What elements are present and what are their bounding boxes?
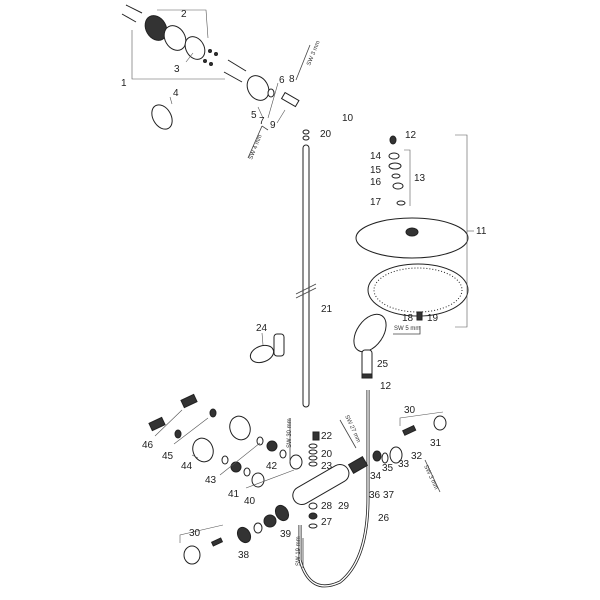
part-label: 26 <box>378 513 390 524</box>
hand-shower-head-icon <box>353 313 387 353</box>
part-label: 28 <box>321 501 333 512</box>
part-label: 3 <box>174 64 180 75</box>
part-label: 31 <box>430 438 442 449</box>
tool-label: SW 4 mm <box>248 134 263 161</box>
part-label: 23 <box>321 461 333 472</box>
part-label: 30 <box>404 405 416 416</box>
part-label: 11 <box>476 226 487 237</box>
part-label: 30 <box>189 528 201 539</box>
hand-shower-handle-icon <box>361 349 373 377</box>
part-label: 38 <box>238 550 250 561</box>
part-label: 21 <box>321 304 333 315</box>
part-label: 34 <box>370 471 382 482</box>
part-label: 24 <box>256 323 268 334</box>
part-label: 20 <box>320 129 332 140</box>
part-label: 5 <box>251 110 257 121</box>
part-label: 2 <box>181 9 187 20</box>
part-label: 20 <box>321 449 333 460</box>
screw-icon <box>121 13 137 23</box>
tool-label: SW 19 mm <box>296 536 302 566</box>
part-label: 4 <box>173 88 179 99</box>
part-label: 46 <box>142 440 154 451</box>
part-label: 22 <box>321 431 333 442</box>
shower-mount-plate-icon <box>355 217 469 259</box>
part-label: 43 <box>205 475 217 486</box>
riser-pipe-icon <box>302 144 310 408</box>
tool-label: SW 3 mm <box>306 40 321 67</box>
part-label: 36 <box>369 490 381 501</box>
part-label: 12 <box>405 130 417 141</box>
overhead-shower-assembly <box>355 134 474 335</box>
part-label: 9 <box>270 120 276 131</box>
part-label: 33 <box>398 459 410 470</box>
part-label: 25 <box>377 359 389 370</box>
part-label: 15 <box>370 165 382 176</box>
bracket-slider-icon <box>273 333 285 357</box>
diverter-handle-icon <box>183 545 201 565</box>
wall-mount-assembly <box>121 4 311 159</box>
wrench-icons <box>289 418 441 568</box>
tool-label: SW 3 mm <box>422 464 439 490</box>
part-label: 39 <box>280 529 292 540</box>
screw-icon <box>125 4 143 14</box>
part-label: 16 <box>370 177 382 188</box>
part-label: 19 <box>427 313 439 324</box>
mount-plate-icon <box>144 15 168 41</box>
part-label: 10 <box>342 113 354 124</box>
part-label: 29 <box>338 501 350 512</box>
thermostat-body-icon <box>292 464 350 505</box>
wall-bracket-icon <box>249 344 275 364</box>
escutcheon-icon <box>246 75 270 101</box>
part-label: 42 <box>266 461 278 472</box>
part-label: 41 <box>228 489 240 500</box>
part-label: 40 <box>244 496 256 507</box>
sleeve-icon <box>280 91 300 108</box>
part-label: 1 <box>121 78 127 89</box>
cartridge-icon <box>347 455 369 475</box>
part-label: 8 <box>289 74 295 85</box>
screw-icon <box>227 59 247 72</box>
tool-label: SW 27 mm <box>343 414 361 443</box>
part-label: 37 <box>383 490 395 501</box>
mount-plate-icon <box>163 25 187 51</box>
part-label: 35 <box>382 463 394 474</box>
o-ring-icon <box>184 36 206 60</box>
o-ring-icon <box>267 88 275 98</box>
part-label: 18 <box>402 313 414 324</box>
part-label: 12 <box>380 381 392 392</box>
part-label: 14 <box>370 151 382 162</box>
tool-label: SW 5 mm <box>394 326 420 332</box>
part-label: 45 <box>162 451 174 462</box>
part-labels: 1 2 3 4 5 6 7 8 9 10 11 12 12 13 14 15 1… <box>121 9 487 561</box>
inlet-connections <box>148 393 303 489</box>
hand-shower-assembly <box>249 313 387 588</box>
part-label: 44 <box>181 461 193 472</box>
thermostat-assembly <box>179 411 447 565</box>
part-label: 7 <box>259 116 265 127</box>
part-label: 32 <box>411 451 423 462</box>
thermostat-handle-icon <box>433 415 447 431</box>
tool-label: SW 30 mm <box>287 418 293 448</box>
screw-icon <box>223 71 243 83</box>
part-label: 27 <box>321 517 333 528</box>
part-label: 6 <box>279 75 285 86</box>
cover-plate-icon <box>151 104 173 130</box>
part-label: 17 <box>370 197 382 208</box>
part-label: 13 <box>414 173 426 184</box>
riser-pipe-assembly <box>295 84 391 408</box>
